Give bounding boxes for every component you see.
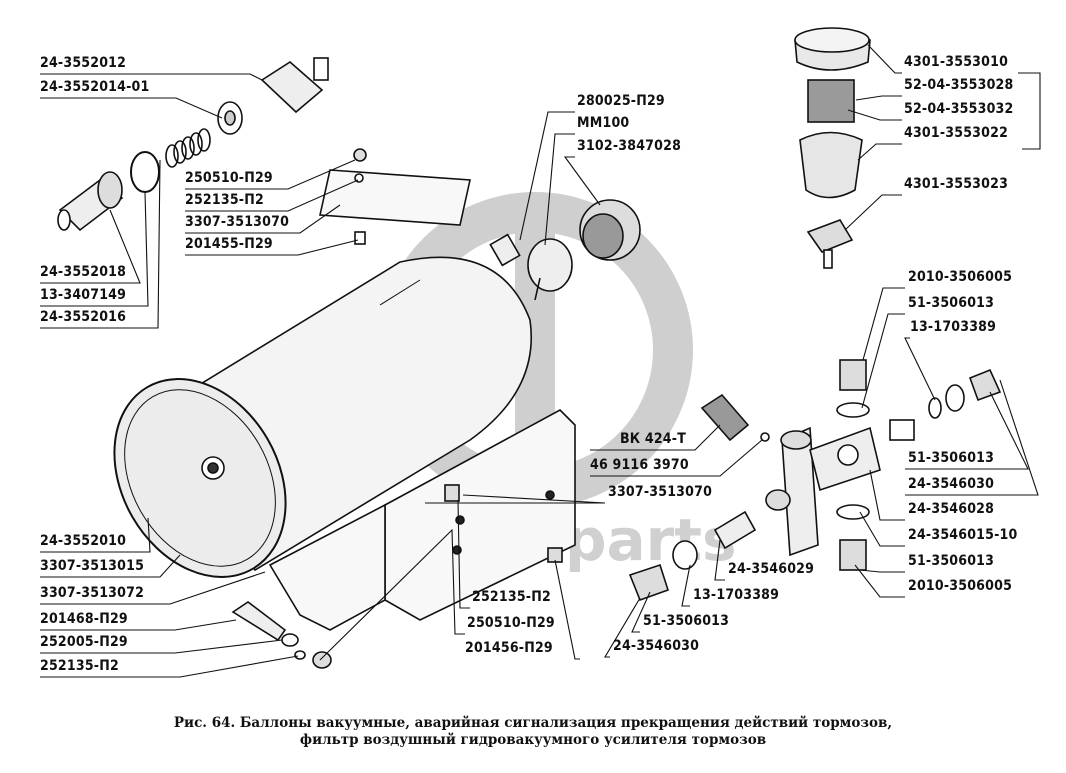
figure-caption-line-1: Рис. 64. Баллоны вакуумные, аварийная си… [173, 715, 893, 731]
label-3307-3513070-top: 3307-3513070 [185, 214, 290, 230]
cap-3102-3847028 [579, 199, 641, 261]
label-201455-p29: 201455-П29 [185, 236, 273, 252]
label-52-04-3553028: 52-04-3553028 [904, 77, 1014, 93]
label-3102-3847028: 3102-3847028 [577, 138, 682, 154]
label-252135-p2-bottom: 252135-П2 [40, 658, 119, 674]
vacuum-tank [113, 256, 532, 578]
label-24-3552018: 24-3552018 [40, 264, 127, 280]
switch-vk424t [700, 393, 770, 442]
label-24-3546015-10: 24-3546015-10 [908, 527, 1018, 543]
fitting-24-3552012 [260, 57, 329, 114]
air-filter [794, 27, 871, 269]
leader-lines [40, 44, 1041, 678]
label-252135-p2-top: 252135-П2 [185, 192, 264, 208]
label-24-3546030-right: 24-3546030 [908, 476, 995, 492]
label-3307-3513015: 3307-3513015 [40, 558, 145, 574]
label-51-3506013-bottom: 51-3506013 [643, 613, 730, 629]
spring-13-3407149 [165, 128, 211, 168]
tee-block [765, 426, 881, 557]
label-2010-3506005-low: 2010-3506005 [908, 578, 1013, 594]
label-13-1703389-top: 13-1703389 [910, 319, 997, 335]
tank-bracket [268, 409, 576, 631]
label-51-3506013-right: 51-3506013 [908, 450, 995, 466]
sensor-mm100 [489, 233, 573, 301]
label-24-3546030-bottom: 24-3546030 [613, 638, 700, 654]
label-201456-p29: 201456-П29 [465, 640, 553, 656]
label-252135-p2-mid: 252135-П2 [472, 589, 551, 605]
label-280025-p29: 280025-П29 [577, 93, 665, 109]
label-252005-p29: 252005-П29 [40, 634, 128, 650]
label-24-3552012: 24-3552012 [40, 55, 127, 71]
label-13-1703389-low: 13-1703389 [693, 587, 780, 603]
label-24-3552014-01: 24-3552014-01 [40, 79, 150, 95]
label-24-3546029: 24-3546029 [728, 561, 815, 577]
label-24-3546028: 24-3546028 [908, 501, 995, 517]
figure-caption-line-2: фильтр воздушный гидровакуумного усилите… [299, 732, 767, 748]
label-46-9116-3970: 46 9116 3970 [590, 457, 689, 473]
top-bracket-plate [319, 148, 471, 245]
label-250510-p29-mid: 250510-П29 [467, 615, 555, 631]
label-4301-3553023: 4301-3553023 [904, 176, 1009, 192]
label-52-04-3553032: 52-04-3553032 [904, 101, 1014, 117]
washer-24-3552014 [217, 101, 243, 135]
fittings-bottom [628, 510, 757, 602]
label-24-3552016: 24-3552016 [40, 309, 127, 325]
label-3307-3513072: 3307-3513072 [40, 585, 145, 601]
label-2010-3506005-top: 2010-3506005 [908, 269, 1013, 285]
label-51-3506013-low: 51-3506013 [908, 553, 995, 569]
label-4301-3553022: 4301-3553022 [904, 125, 1009, 141]
fittings-right [836, 359, 1002, 571]
bolt-201468 [231, 601, 332, 669]
label-13-3407149: 13-3407149 [40, 287, 127, 303]
label-201468-p29: 201468-П29 [40, 611, 128, 627]
ring-24-3552016 [130, 151, 160, 193]
label-51-3506013-top: 51-3506013 [908, 295, 995, 311]
label-3307-3513070-mid: 3307-3513070 [608, 484, 713, 500]
label-vk424t: ВК 424-Т [620, 431, 686, 447]
label-24-3552010: 24-3552010 [40, 533, 127, 549]
label-250510-p29-top: 250510-П29 [185, 170, 273, 186]
valve-24-3552018 [57, 171, 124, 232]
label-mm100: ММ100 [577, 115, 630, 131]
label-4301-3553010: 4301-3553010 [904, 54, 1009, 70]
